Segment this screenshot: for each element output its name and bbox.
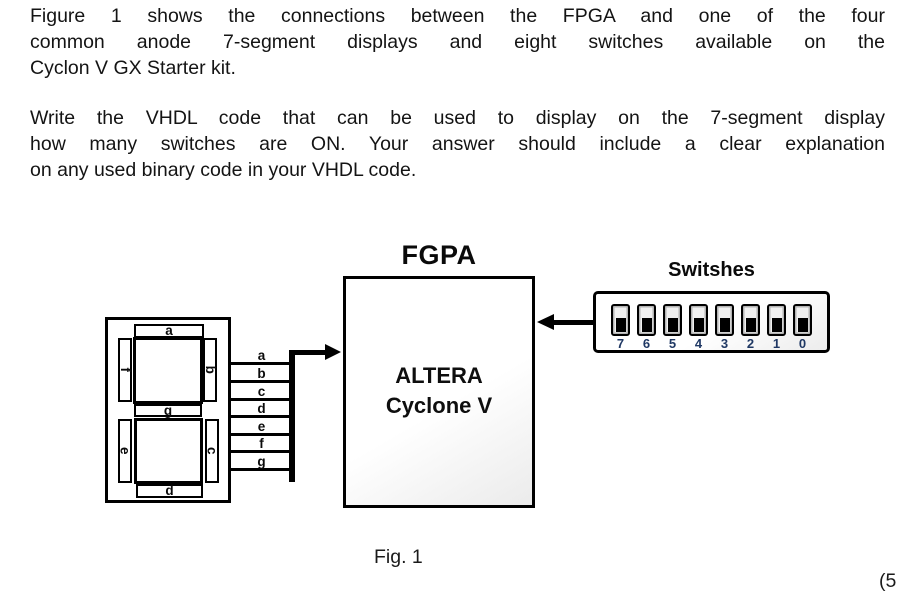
switch-knob-icon bbox=[615, 318, 626, 332]
switch-knob-icon bbox=[771, 318, 782, 332]
switch-knob-icon bbox=[745, 318, 756, 332]
arrow-display-to-fpga-head-icon bbox=[325, 344, 341, 360]
fpga-chip-label: ALTERA Cyclone V bbox=[343, 361, 535, 421]
wire-line: a bbox=[231, 348, 292, 365]
wire-line: d bbox=[231, 401, 292, 418]
text-line: Write the VHDL code that can be used to … bbox=[30, 107, 885, 129]
figure-caption: Fig. 1 bbox=[374, 546, 423, 568]
switch: 4 bbox=[689, 304, 708, 350]
wire-line: b bbox=[231, 366, 292, 383]
switch-toggle-icon bbox=[741, 304, 760, 336]
segment-g-label: g bbox=[163, 402, 173, 418]
wire-label: d bbox=[257, 400, 266, 416]
wire-line: g bbox=[231, 454, 292, 471]
switch-bank: 7 6 5 4 bbox=[593, 291, 830, 353]
switches-title: Switshes bbox=[668, 259, 755, 281]
fpga-chip-label-line1: ALTERA bbox=[395, 363, 483, 388]
switch-number: 3 bbox=[720, 336, 729, 351]
switch-knob-icon bbox=[797, 318, 808, 332]
segment-b: b bbox=[202, 338, 218, 402]
switch-toggle-icon bbox=[663, 304, 682, 336]
question-paragraph-1: Figure 1 shows the connections between t… bbox=[30, 3, 885, 81]
switch-number: 5 bbox=[668, 336, 677, 351]
segment-b-label: b bbox=[202, 365, 218, 375]
text-line: Cyclon V GX Starter kit. bbox=[30, 57, 236, 79]
switch-knob-icon bbox=[641, 318, 652, 332]
switch-knob-icon bbox=[667, 318, 678, 332]
wire-label: c bbox=[257, 383, 266, 399]
segment-c: c bbox=[204, 419, 220, 483]
switch: 5 bbox=[663, 304, 682, 350]
switch-toggle-icon bbox=[689, 304, 708, 336]
text-line: Figure 1 shows the connections between t… bbox=[30, 5, 885, 27]
switch-toggle-icon bbox=[611, 304, 630, 336]
switch: 3 bbox=[715, 304, 734, 350]
wire-label: f bbox=[259, 435, 264, 451]
segment-f: f bbox=[117, 338, 133, 402]
switch-toggle-icon bbox=[767, 304, 786, 336]
segment-a-label: a bbox=[165, 323, 173, 339]
marks-label: (5 bbox=[879, 570, 897, 592]
segment-g: g bbox=[134, 404, 202, 417]
segment-e: e bbox=[117, 419, 133, 483]
wire-label: b bbox=[257, 365, 266, 381]
switch: 0 bbox=[793, 304, 812, 350]
switch: 6 bbox=[637, 304, 656, 350]
question-paragraph-2: Write the VHDL code that can be used to … bbox=[30, 105, 885, 183]
segment-d-label: d bbox=[165, 483, 174, 499]
segment-a: a bbox=[134, 324, 204, 338]
switch-number: 7 bbox=[616, 336, 625, 351]
digit-lower-window bbox=[134, 418, 203, 484]
switch-number: 6 bbox=[642, 336, 651, 351]
switch-toggle-icon bbox=[715, 304, 734, 336]
switch: 2 bbox=[741, 304, 760, 350]
switch-number: 2 bbox=[746, 336, 755, 351]
digit-upper-window bbox=[133, 337, 203, 404]
segment-e-label: e bbox=[117, 447, 133, 455]
segment-c-label: c bbox=[204, 447, 220, 455]
fpga-box bbox=[343, 276, 535, 508]
switch-knob-icon bbox=[719, 318, 730, 332]
segment-f-label: f bbox=[117, 367, 133, 373]
wire-label: a bbox=[257, 347, 266, 363]
wire-label: e bbox=[257, 418, 266, 434]
wire-line: e bbox=[231, 419, 292, 436]
text-line: common anode 7-segment displays and eigh… bbox=[30, 31, 885, 53]
switch-number: 4 bbox=[694, 336, 703, 351]
switch-toggle-icon bbox=[793, 304, 812, 336]
wire-bus bbox=[289, 350, 295, 482]
segment-d: d bbox=[136, 484, 203, 498]
wire-line: c bbox=[231, 384, 292, 401]
switch-toggle-icon bbox=[637, 304, 656, 336]
switch: 7 bbox=[611, 304, 630, 350]
wire-line: f bbox=[231, 436, 292, 453]
switch-number: 1 bbox=[772, 336, 781, 351]
fpga-chip-label-line2: Cyclone V bbox=[385, 393, 493, 418]
text-line: how many switches are ON. Your answer sh… bbox=[30, 133, 885, 155]
wire-label: g bbox=[257, 453, 266, 469]
text-line: on any used binary code in your VHDL cod… bbox=[30, 159, 417, 181]
switch-knob-icon bbox=[693, 318, 704, 332]
switch: 1 bbox=[767, 304, 786, 350]
arrow-switches-to-fpga-shaft bbox=[552, 320, 594, 325]
switch-number: 0 bbox=[798, 336, 807, 351]
fpga-title: FGPA bbox=[401, 240, 477, 270]
arrow-display-to-fpga-shaft bbox=[293, 350, 327, 355]
arrow-switches-to-fpga-head-icon bbox=[537, 314, 554, 330]
